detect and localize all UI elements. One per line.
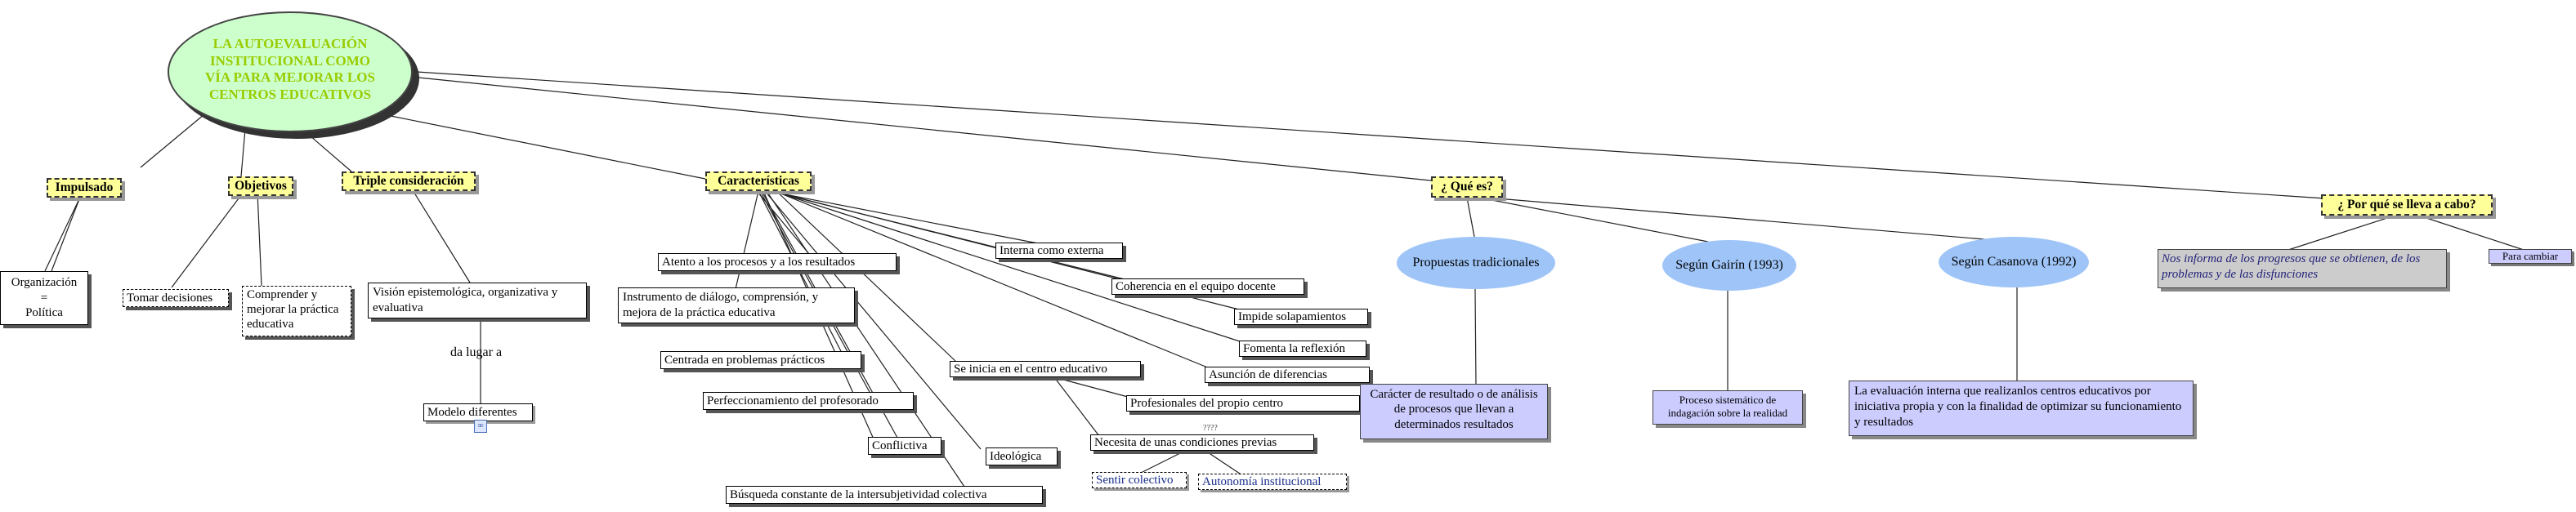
segun-gairin-ellipse[interactable]: Según Gairín (1993) <box>1662 240 1796 291</box>
segun-casanova-ellipse[interactable]: Según Casanova (1992) <box>1939 237 2089 287</box>
connector-line <box>257 191 262 287</box>
proceso-sistematico-box[interactable]: Proceso sistemático de indagación sobre … <box>1652 390 1803 425</box>
connector-line <box>774 190 1210 369</box>
connector-line <box>1205 450 1243 476</box>
modelo-diferentes-box[interactable]: Modelo diferentes <box>423 403 533 421</box>
perfeccionamiento-box[interactable]: Perfeccionamiento del profesorado <box>703 392 914 410</box>
connector-line <box>1053 376 1100 437</box>
se-inicia-centro-box[interactable]: Se inicia en el centro educativo <box>950 361 1141 377</box>
tomar-decisiones-box[interactable]: Tomar decisiones <box>123 289 229 307</box>
coherencia-equipo-box[interactable]: Coherencia en el equipo docente <box>1111 278 1304 295</box>
connector-line <box>735 190 759 290</box>
impide-solapamientos-box[interactable]: Impide solapamientos <box>1234 309 1368 325</box>
connector-line <box>390 115 710 180</box>
propuestas-tradicionales-ellipse[interactable]: Propuestas tradicionales <box>1397 237 1555 289</box>
link-icon[interactable]: ∞ <box>474 420 487 433</box>
asuncion-diferencias-box[interactable]: Asunción de diferencias <box>1205 367 1370 383</box>
ideologica-box[interactable]: Ideológica <box>986 447 1058 465</box>
category-caracteristicas[interactable]: Características <box>705 171 812 191</box>
category-objetivos[interactable]: Objetivos <box>228 176 293 196</box>
connector-line <box>758 190 843 354</box>
instrumento-dialogo-box[interactable]: Instrumento de diálogo, comprensión, y m… <box>618 287 855 323</box>
connector-line <box>1487 197 1995 241</box>
para-cambiar-box[interactable]: Para cambiar <box>2489 249 2572 264</box>
interna-externa-box[interactable]: Interna como externa <box>995 243 1123 259</box>
sentir-colectivo-box[interactable]: Sentir colectivo <box>1092 472 1187 488</box>
connector-line <box>764 190 982 450</box>
centrada-problemas-box[interactable]: Centrada en problemas prácticos <box>660 351 861 369</box>
connector-line <box>767 190 1039 244</box>
connector-line <box>1466 197 1475 238</box>
unknown-marker: ???? <box>1203 424 1218 433</box>
connector-line <box>1474 288 1477 386</box>
connector-line <box>416 71 2326 199</box>
central-topic[interactable]: LA AUTOEVALUACIÓN INSTITUCIONAL COMO VÍA… <box>168 11 419 139</box>
connector-line <box>171 191 244 288</box>
atento-procesos-box[interactable]: Atento a los procesos y a los resultados <box>658 253 897 271</box>
comprender-mejorar-box[interactable]: Comprender y mejorar la práctica educati… <box>242 286 351 336</box>
connector-line <box>1053 376 1129 398</box>
category-que-es[interactable]: ¿ Qué es? <box>1431 176 1503 198</box>
connector-line <box>240 128 246 177</box>
organizacion-politica-box[interactable]: Organización = Política <box>0 271 88 325</box>
profesionales-centro-box[interactable]: Profesionales del propio centro <box>1126 395 1360 412</box>
evaluacion-interna-box[interactable]: La evaluación interna que realizanlos ce… <box>1849 381 2194 436</box>
connector-line <box>776 190 957 363</box>
category-impulsado[interactable]: Impulsado <box>47 178 122 198</box>
category-por-que[interactable]: ¿ Por qué se lleva a cabo? <box>2321 194 2493 216</box>
necesita-condiciones-box[interactable]: Necesita de unas condiciones previas <box>1090 434 1314 451</box>
central-topic-title: LA AUTOEVALUACIÓN INSTITUCIONAL COMO VÍA… <box>205 36 375 103</box>
category-triple-consideracion[interactable]: Triple consideración <box>342 171 476 191</box>
connector-line <box>412 189 471 283</box>
conflictiva-box[interactable]: Conflictiva <box>868 437 941 455</box>
connector-line <box>2288 215 2395 251</box>
autonomia-institucional-box[interactable]: Autonomía institucional <box>1198 474 1347 490</box>
connector-line <box>418 77 1439 182</box>
connector-line <box>2418 215 2525 251</box>
connector-line <box>1138 450 1186 474</box>
organizacion-politica-text: Organización = Política <box>11 275 78 320</box>
connector-line <box>772 190 1243 343</box>
da-lugar-a-label: da lugar a <box>450 345 503 359</box>
connector-line <box>51 188 84 272</box>
fomenta-reflexion-box[interactable]: Fomenta la reflexión <box>1239 341 1366 357</box>
vision-epistemologica-box[interactable]: Visión epistemológica, organizativa y ev… <box>368 283 587 318</box>
connector-line <box>140 114 205 168</box>
caracter-resultado-box[interactable]: Carácter de resultado o de análisis de p… <box>1360 384 1548 439</box>
connector-line <box>1478 197 1709 243</box>
busqueda-intersubjetividad-box[interactable]: Búsqueda constante de la intersubjetivid… <box>726 486 1043 504</box>
informa-progresos-box[interactable]: Nos informa de los progresos que se obti… <box>2158 249 2447 288</box>
